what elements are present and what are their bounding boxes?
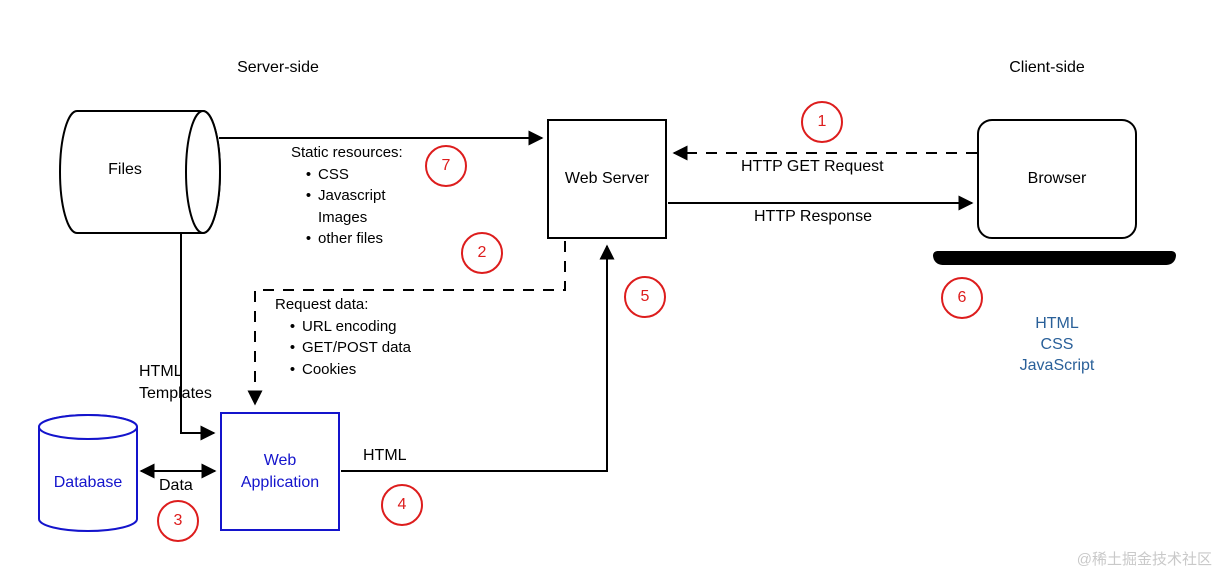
list-item: • URL encoding xyxy=(283,316,411,338)
step-circle-3: 3 xyxy=(157,500,199,542)
list-item: • GET/POST data xyxy=(283,337,411,359)
static-resources-list: Static resources: • CSS • Javascript Ima… xyxy=(291,142,403,250)
browser-renders-list: HTML CSS JavaScript xyxy=(997,313,1117,376)
step-circle-1: 1 xyxy=(801,101,843,143)
bullet: • xyxy=(289,339,296,356)
bullet: • xyxy=(289,317,296,335)
browser-label: Browser xyxy=(1027,170,1087,187)
browser-render-item: HTML xyxy=(1035,315,1079,332)
server-side-label: Server-side xyxy=(237,59,319,76)
database-label: Database xyxy=(53,474,123,491)
step-circle-4: 4 xyxy=(381,484,423,526)
browser-node: Browser xyxy=(977,119,1137,239)
list-item: • other files xyxy=(299,228,403,250)
web-server-node: Web Server xyxy=(547,119,667,239)
http-get-request-label: HTTP GET Request xyxy=(741,158,884,175)
request-data-title: Request data: xyxy=(275,296,369,313)
step-circle-5: 5 xyxy=(624,276,666,318)
list-item: Images xyxy=(299,207,403,229)
html-edge-label: HTML xyxy=(363,447,407,464)
web-application-label: Web Application xyxy=(240,451,320,491)
client-side-label: Client-side xyxy=(1009,59,1085,76)
database-cylinder xyxy=(38,414,138,532)
bullet: • xyxy=(305,165,312,183)
bullet: • xyxy=(305,230,312,247)
bullet: • xyxy=(289,360,296,378)
watermark: @稀土掘金技术社区 xyxy=(1076,551,1212,568)
browser-render-item: JavaScript xyxy=(1019,357,1095,374)
list-item: • Javascript xyxy=(299,185,403,207)
files-label: Files xyxy=(108,161,142,178)
data-label: Data xyxy=(159,477,193,494)
step-circle-2: 2 xyxy=(461,232,503,274)
bullet xyxy=(299,207,318,229)
static-resources-title: Static resources: xyxy=(291,144,403,161)
web-application-node: Web Application xyxy=(220,412,340,531)
step-circle-7: 7 xyxy=(425,145,467,187)
bullet: • xyxy=(305,187,312,204)
http-response-label: HTTP Response xyxy=(754,208,872,225)
request-data-list: Request data: • URL encoding • GET/POST … xyxy=(275,294,411,380)
list-item: • Cookies xyxy=(283,359,411,381)
list-item: • CSS xyxy=(299,164,403,186)
laptop-base xyxy=(933,251,1176,265)
web-server-label: Web Server xyxy=(564,170,650,187)
html-templates-label: HTML Templates xyxy=(139,363,212,402)
step-circle-6: 6 xyxy=(941,277,983,319)
browser-render-item: CSS xyxy=(1040,336,1074,353)
